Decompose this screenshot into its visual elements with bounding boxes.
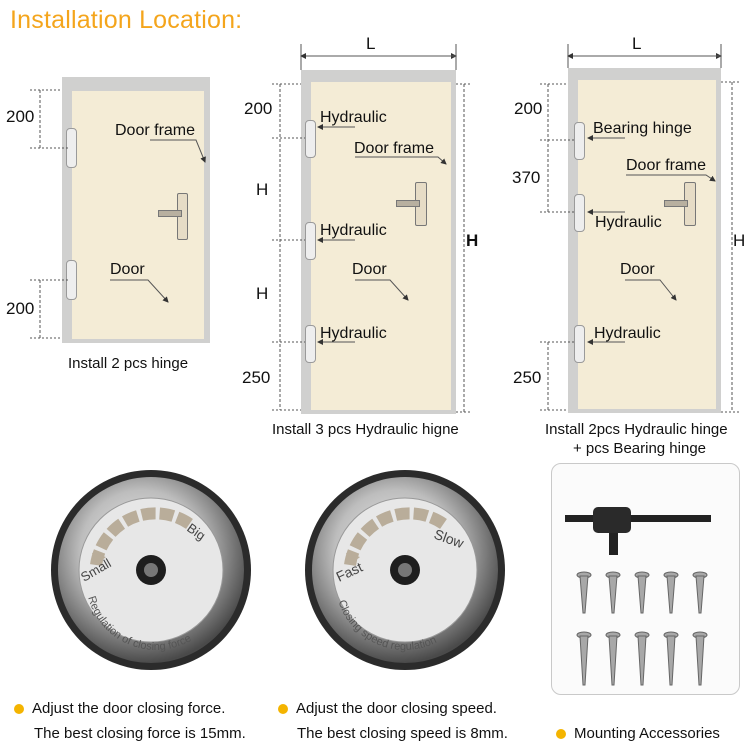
- bullet-icon: [14, 704, 24, 715]
- width-label: L: [632, 34, 642, 53]
- door-frame-label: Door frame: [115, 122, 196, 139]
- door-frame-label: Door frame: [626, 157, 707, 174]
- closing-speed-dial: Fast Slow Closing speed regulation: [305, 470, 505, 670]
- door-label: Door: [110, 261, 145, 278]
- door-label: Door: [352, 261, 387, 278]
- hydraulic-label: Hydraulic: [320, 222, 387, 239]
- screw-icon: [576, 631, 592, 686]
- closing-force-note-line-1: Adjust the door closing force.: [14, 700, 225, 717]
- screw-icon: [605, 631, 621, 686]
- dimension-lines: [30, 44, 740, 413]
- height-label: H: [466, 231, 479, 250]
- height-label: H: [733, 231, 746, 250]
- screw-icon: [634, 571, 650, 614]
- section-title: Installation Location:: [10, 6, 243, 34]
- door-2-caption: Install 3 pcs Hydraulic higne: [272, 421, 459, 438]
- hydraulic-hinge-icon: [305, 325, 316, 363]
- dimension-label: 200: [514, 99, 543, 118]
- dimension-label: 200: [6, 107, 35, 126]
- screw-icon: [663, 631, 679, 686]
- mounting-accessories-note: Mounting Accessories: [556, 725, 720, 742]
- hydraulic-label: Hydraulic: [320, 325, 387, 342]
- door-diagram-3: [568, 68, 721, 413]
- door-1-caption: Install 2 pcs hinge: [68, 355, 189, 372]
- dimension-label: 370: [512, 168, 541, 187]
- dimension-label: H: [256, 180, 269, 199]
- dimension-label: 200: [6, 299, 35, 318]
- closing-force-dial: Small Big Regulation of closing force: [51, 470, 251, 670]
- door-3-caption-line-2: + pcs Bearing hinge: [573, 440, 707, 457]
- screw-icon: [663, 571, 679, 614]
- accessories-illustration: [565, 507, 711, 686]
- closing-speed-note-line-1: Adjust the door closing speed.: [278, 700, 497, 717]
- hydraulic-label: Hydraulic: [595, 214, 662, 231]
- dimension-label: 250: [242, 368, 271, 387]
- bullet-icon: [556, 729, 566, 740]
- hex-key-icon: [565, 507, 711, 555]
- bullet-icon: [278, 704, 288, 715]
- door-label: Door: [620, 261, 655, 278]
- hydraulic-hinge-icon: [574, 194, 585, 232]
- hydraulic-label: Hydraulic: [320, 109, 387, 126]
- hydraulic-hinge-icon: [305, 120, 316, 158]
- closing-force-note-line-2: The best closing force is 15mm.: [34, 725, 246, 742]
- screw-icon: [605, 571, 621, 614]
- width-label: L: [366, 34, 376, 53]
- dimension-label: H: [256, 284, 269, 303]
- hydraulic-label: Hydraulic: [594, 325, 661, 342]
- screw-icon: [692, 631, 708, 686]
- hydraulic-hinge-icon: [305, 222, 316, 260]
- closing-speed-note-line-2: The best closing speed is 8mm.: [297, 725, 508, 742]
- door-frame-label: Door frame: [354, 140, 435, 157]
- hydraulic-hinge-icon: [574, 325, 585, 363]
- screw-icon: [576, 571, 592, 614]
- dimension-label: 250: [513, 368, 542, 387]
- door-3-caption-line-1: Install 2pcs Hydraulic hinge: [545, 421, 728, 438]
- door-diagram-2: [301, 70, 456, 414]
- screw-icon: [634, 631, 650, 686]
- bearing-hinge-icon: [574, 122, 585, 160]
- bearing-hinge-label: Bearing hinge: [593, 120, 692, 137]
- screw-icon: [692, 571, 708, 614]
- dimension-label: 200: [244, 99, 273, 118]
